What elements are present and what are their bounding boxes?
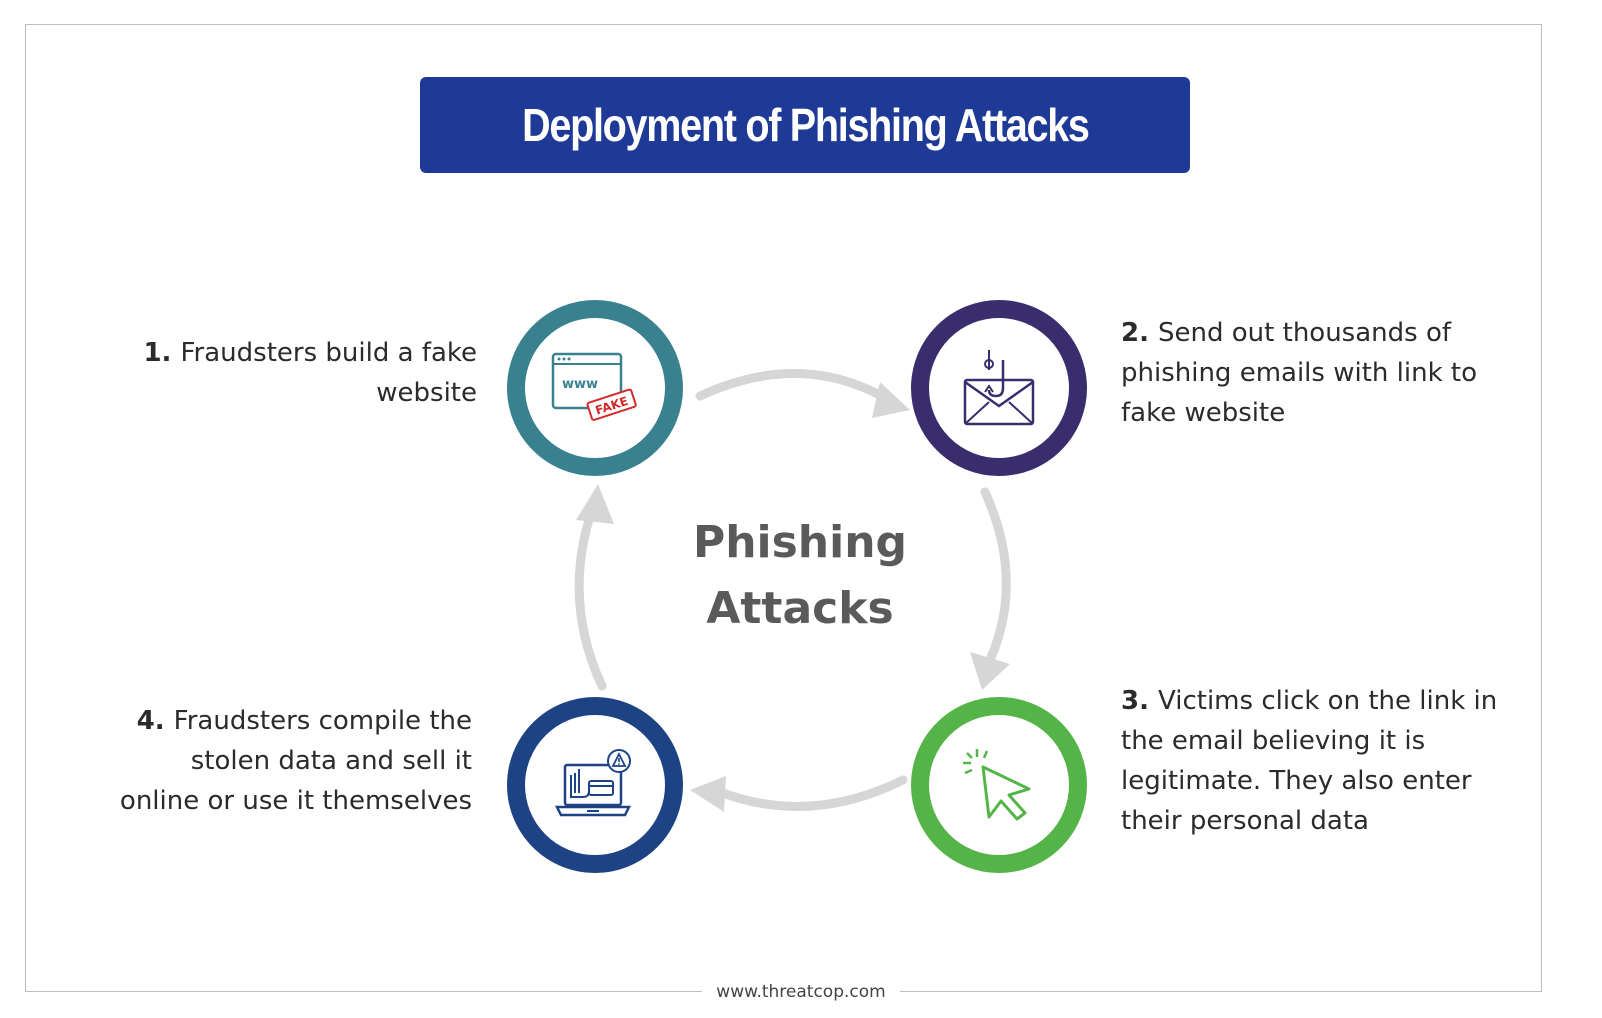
arrow-step1-to-step2 bbox=[695, 369, 890, 403]
step3-line2: the email believing it is bbox=[1121, 726, 1426, 756]
step2-line2: phishing emails with link to bbox=[1121, 358, 1477, 388]
footer: www.threatcop.com bbox=[0, 982, 1602, 1002]
step1-line2: website bbox=[376, 378, 477, 408]
center-title-line1: Phishing bbox=[692, 517, 908, 568]
step3-line1: Victims click on the link in bbox=[1158, 686, 1498, 716]
cursor-click-icon bbox=[963, 749, 1031, 821]
step2-line1: Send out thousands of bbox=[1158, 318, 1452, 348]
arrow-step4-to-step1-head bbox=[576, 484, 614, 524]
step4-line1: Fraudsters compile the bbox=[173, 706, 472, 736]
step2-number: 2. bbox=[1121, 318, 1159, 348]
step4-number: 4. bbox=[136, 706, 174, 736]
arrow-step3-to-step4-head bbox=[690, 776, 726, 812]
step3-line3: legitimate. They also enter bbox=[1121, 766, 1472, 796]
step3-node bbox=[911, 697, 1087, 873]
arrow-step3-to-step4 bbox=[715, 775, 908, 811]
arrow-step2-to-step3-head bbox=[970, 652, 1010, 690]
step2-line3: fake website bbox=[1121, 398, 1286, 428]
diagram-title: Deployment of Phishing Attacks bbox=[521, 99, 1090, 151]
step1-description: 1. Fraudsters build a fake website bbox=[92, 333, 477, 413]
step1-number: 1. bbox=[143, 338, 181, 368]
arrow-step4-to-step1 bbox=[574, 505, 607, 691]
step1-node: www FAKE bbox=[507, 300, 683, 476]
step4-description: 4. Fraudsters compile the stolen data an… bbox=[60, 701, 472, 821]
footer-url[interactable]: www.threatcop.com bbox=[702, 982, 900, 1002]
step4-node bbox=[507, 697, 683, 873]
step2-description: 2. Send out thousands of phishing emails… bbox=[1121, 313, 1541, 433]
step4-line2: stolen data and sell it bbox=[190, 746, 472, 776]
step2-node bbox=[911, 300, 1087, 476]
fake-website-icon: www FAKE bbox=[551, 352, 637, 421]
arrow-step2-to-step3 bbox=[980, 487, 1011, 665]
step1-line1: Fraudsters build a fake bbox=[180, 338, 477, 368]
step3-line4: their personal data bbox=[1121, 806, 1369, 836]
center-title-line2: Attacks bbox=[706, 583, 894, 634]
arrow-step1-to-step2-head bbox=[872, 382, 910, 418]
center-title: Phishing Attacks bbox=[650, 510, 950, 642]
icon-www-text: www bbox=[562, 377, 598, 392]
title-banner: Deployment of Phishing Attacks bbox=[420, 77, 1190, 173]
stolen-data-laptop-icon bbox=[554, 749, 632, 817]
step3-description: 3. Victims click on the link in the emai… bbox=[1121, 681, 1541, 841]
phishing-email-icon bbox=[963, 350, 1035, 426]
step3-number: 3. bbox=[1121, 686, 1159, 716]
step4-line3: online or use it themselves bbox=[119, 786, 472, 816]
